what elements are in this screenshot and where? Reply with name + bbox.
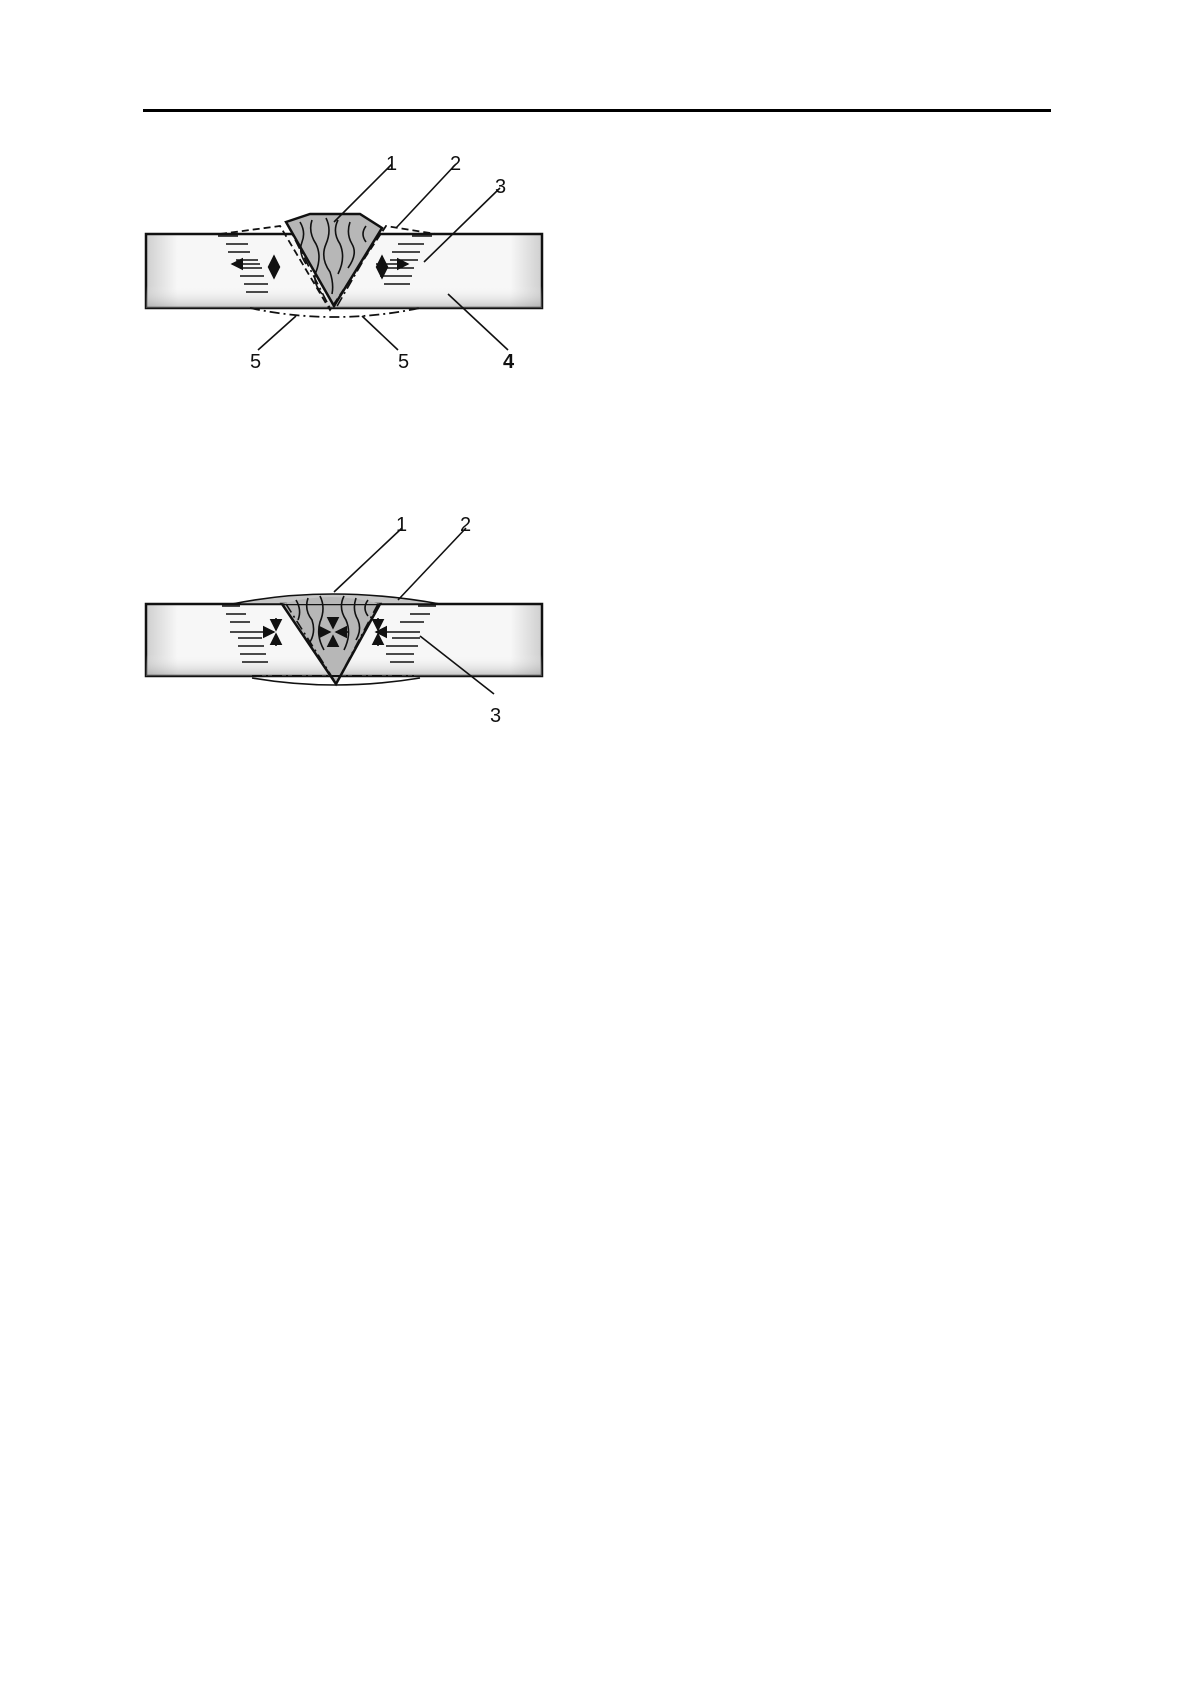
label-bottom-3: 3 xyxy=(490,705,501,727)
figure-bottom: 1 2 3 xyxy=(146,514,542,727)
label-bottom-1: 1 xyxy=(396,514,407,536)
label-top-3: 3 xyxy=(495,176,506,198)
figure-top: 1 2 3 4 5 5 xyxy=(146,153,542,373)
label-top-5b: 5 xyxy=(398,351,409,373)
label-top-2: 2 xyxy=(450,153,461,175)
label-top-4: 4 xyxy=(503,351,515,373)
label-top-1: 1 xyxy=(386,153,397,175)
label-bottom-2: 2 xyxy=(460,514,471,536)
label-top-5a: 5 xyxy=(250,351,261,373)
